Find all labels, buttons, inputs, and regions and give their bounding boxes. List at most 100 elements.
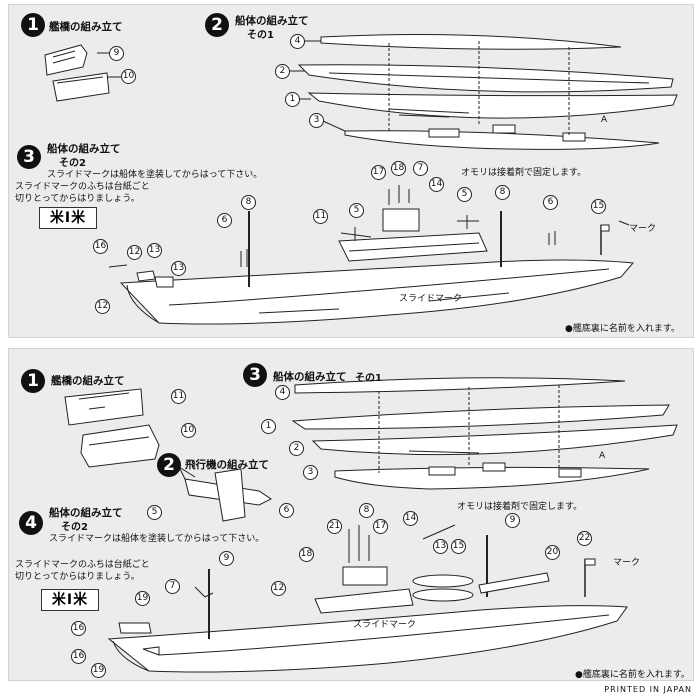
bridge-part-10-drawing [52,72,110,102]
bottom-callout-18: 18 [299,547,314,562]
top-step1-number: 1 [21,13,45,37]
bridge-part-11-drawing [64,388,144,426]
bottom-step4-number: 4 [19,511,43,535]
hull-part-2-drawing [297,64,674,93]
top-step3-subtitle: その2 [59,158,86,169]
top-callout-18: 18 [391,161,406,176]
bottom-callout-5: 5 [147,505,162,520]
bottom-step2-number: 2 [157,453,181,477]
bottom-callout-9: 9 [219,551,234,566]
top-step1-title: 艦橋の組み立て [49,21,123,33]
bottom-step3-number: 3 [243,363,267,387]
top-callout-17: 17 [371,165,386,180]
bottom-step4-subtitle: その2 [61,522,88,533]
top-step2-title: 船体の組み立て [235,15,309,27]
top-callout-8: 8 [241,195,256,210]
top-callout-13: 13 [147,243,162,258]
top-slide-mark-label: スライドマーク [399,294,463,304]
bottom-step3-title: 船体の組み立て [273,371,347,383]
stern-parts-drawing [108,264,174,288]
bottom-step4-title: 船体の組み立て [49,507,123,519]
bottom-slide-mark-label: スライドマーク [353,620,417,630]
hull-part-3-drawing [344,124,660,150]
flight-deck-part-12-drawing [314,588,414,614]
bottom-callout-20: 20 [545,545,560,560]
top-step2-subtitle: その1 [247,30,274,41]
top-callout-10: 10 [121,69,136,84]
top-callout-5b: 5 [349,203,364,218]
flight-deck-part-11-drawing [338,232,488,262]
top-callout-15: 15 [591,199,606,214]
top-step2-number: 2 [205,13,229,37]
top-mark-label: マーク [629,224,657,234]
bridge-part-10-drawing [80,424,160,468]
printed-in-japan: PRINTED IN JAPAN [604,685,692,694]
top-callout-6: 6 [217,213,232,228]
top-name-note: ●艦底裏に名前を入れます。 [565,324,680,334]
bottom-callout-14: 14 [403,511,418,526]
bridge-assembly-drawing [382,185,420,232]
top-letter-a: A [601,115,608,125]
top-weights-note: オモリは接着剤で固定します。 [461,168,587,178]
hull-part-2-drawing [311,424,678,456]
bottom-mark-label: マーク [613,558,641,568]
bridge-assembly-bottom-drawing [342,525,388,586]
bottom-step4-note3: 切りとってからはりましょう。 [15,572,140,582]
bottom-callout-19b: 19 [91,663,106,678]
bottom-step2-title: 飛行機の組み立て [185,459,269,471]
bottom-callout-13: 13 [433,539,448,554]
bottom-instructions-panel: 1 艦橋の組み立て 2 飛行機の組み立て 3 船体の組み立て その1 4 船体の… [8,348,694,681]
bottom-callout-16b: 16 [71,649,86,664]
top-callout-13b: 13 [171,261,186,276]
bottom-step1-title: 艦橋の組み立て [51,375,125,387]
stern-parts-bottom-drawing [118,622,160,656]
bottom-callout-2: 2 [289,441,304,456]
bottom-name-note: ●艦底裏に名前を入れます。 [575,670,690,680]
bottom-callout-4: 4 [275,385,290,400]
bottom-callout-8: 8 [359,503,374,518]
top-callout-7: 7 [413,161,428,176]
bottom-callout-3: 3 [303,465,318,480]
top-callout-12: 12 [127,245,142,260]
bottom-weights-note: オモリは接着剤で固定します。 [457,502,583,512]
aa-guns-part-6-drawing [240,231,556,267]
top-step3-title: 船体の組み立て [47,143,121,155]
bottom-callout-10: 10 [181,423,196,438]
bottom-callout-7: 7 [165,579,180,594]
top-step3-number: 3 [17,145,41,169]
bottom-decal-flag: 米I米 [41,589,99,611]
assembled-hull-bottom-drawing [107,605,628,673]
hull-part-3-drawing [334,462,650,490]
top-instructions-panel: 1 艦橋の組み立て 2 船体の組み立て その1 3 船体の組み立て その2 スラ… [8,4,694,338]
top-line-drawings [44,34,678,325]
bottom-callout-16: 16 [71,621,86,636]
hangar-parts-drawing [412,524,550,602]
bottom-step4-note1: スライドマークは船体を塗装してからはって下さい。 [49,534,265,544]
bottom-letter-a: A [599,451,606,461]
top-callout-9: 9 [109,46,124,61]
top-callout-8b: 8 [495,185,510,200]
top-callout-16: 16 [93,239,108,254]
bottom-callout-11: 11 [171,389,186,404]
bottom-callout-21: 21 [327,519,342,534]
bottom-line-drawings [64,377,678,673]
flag-mast-part-15-drawing [600,224,610,255]
assembled-hull-drawing [119,259,635,325]
top-callout-1: 1 [285,92,300,107]
airplane-drawing [177,465,272,522]
top-callout-3: 3 [309,113,324,128]
top-callout-14: 14 [429,177,444,192]
top-callout-4: 4 [290,34,305,49]
hull-part-1-drawing [291,404,670,430]
hull-part-1-drawing [307,92,678,119]
bottom-callout-17: 17 [373,519,388,534]
bridge-part-9-drawing [44,44,88,76]
bottom-step4-note2: スライドマークのふちは台紙ごと [15,560,150,570]
top-callout-11: 11 [313,209,328,224]
top-step3-note1: スライドマークは船体を塗装してからはって下さい。 [47,170,263,180]
hull-part-4-drawing [320,34,622,50]
top-step3-note3: 切りとってからはりましょう。 [15,194,140,204]
bottom-step3-subtitle: その1 [355,373,382,384]
top-callout-5: 5 [457,187,472,202]
